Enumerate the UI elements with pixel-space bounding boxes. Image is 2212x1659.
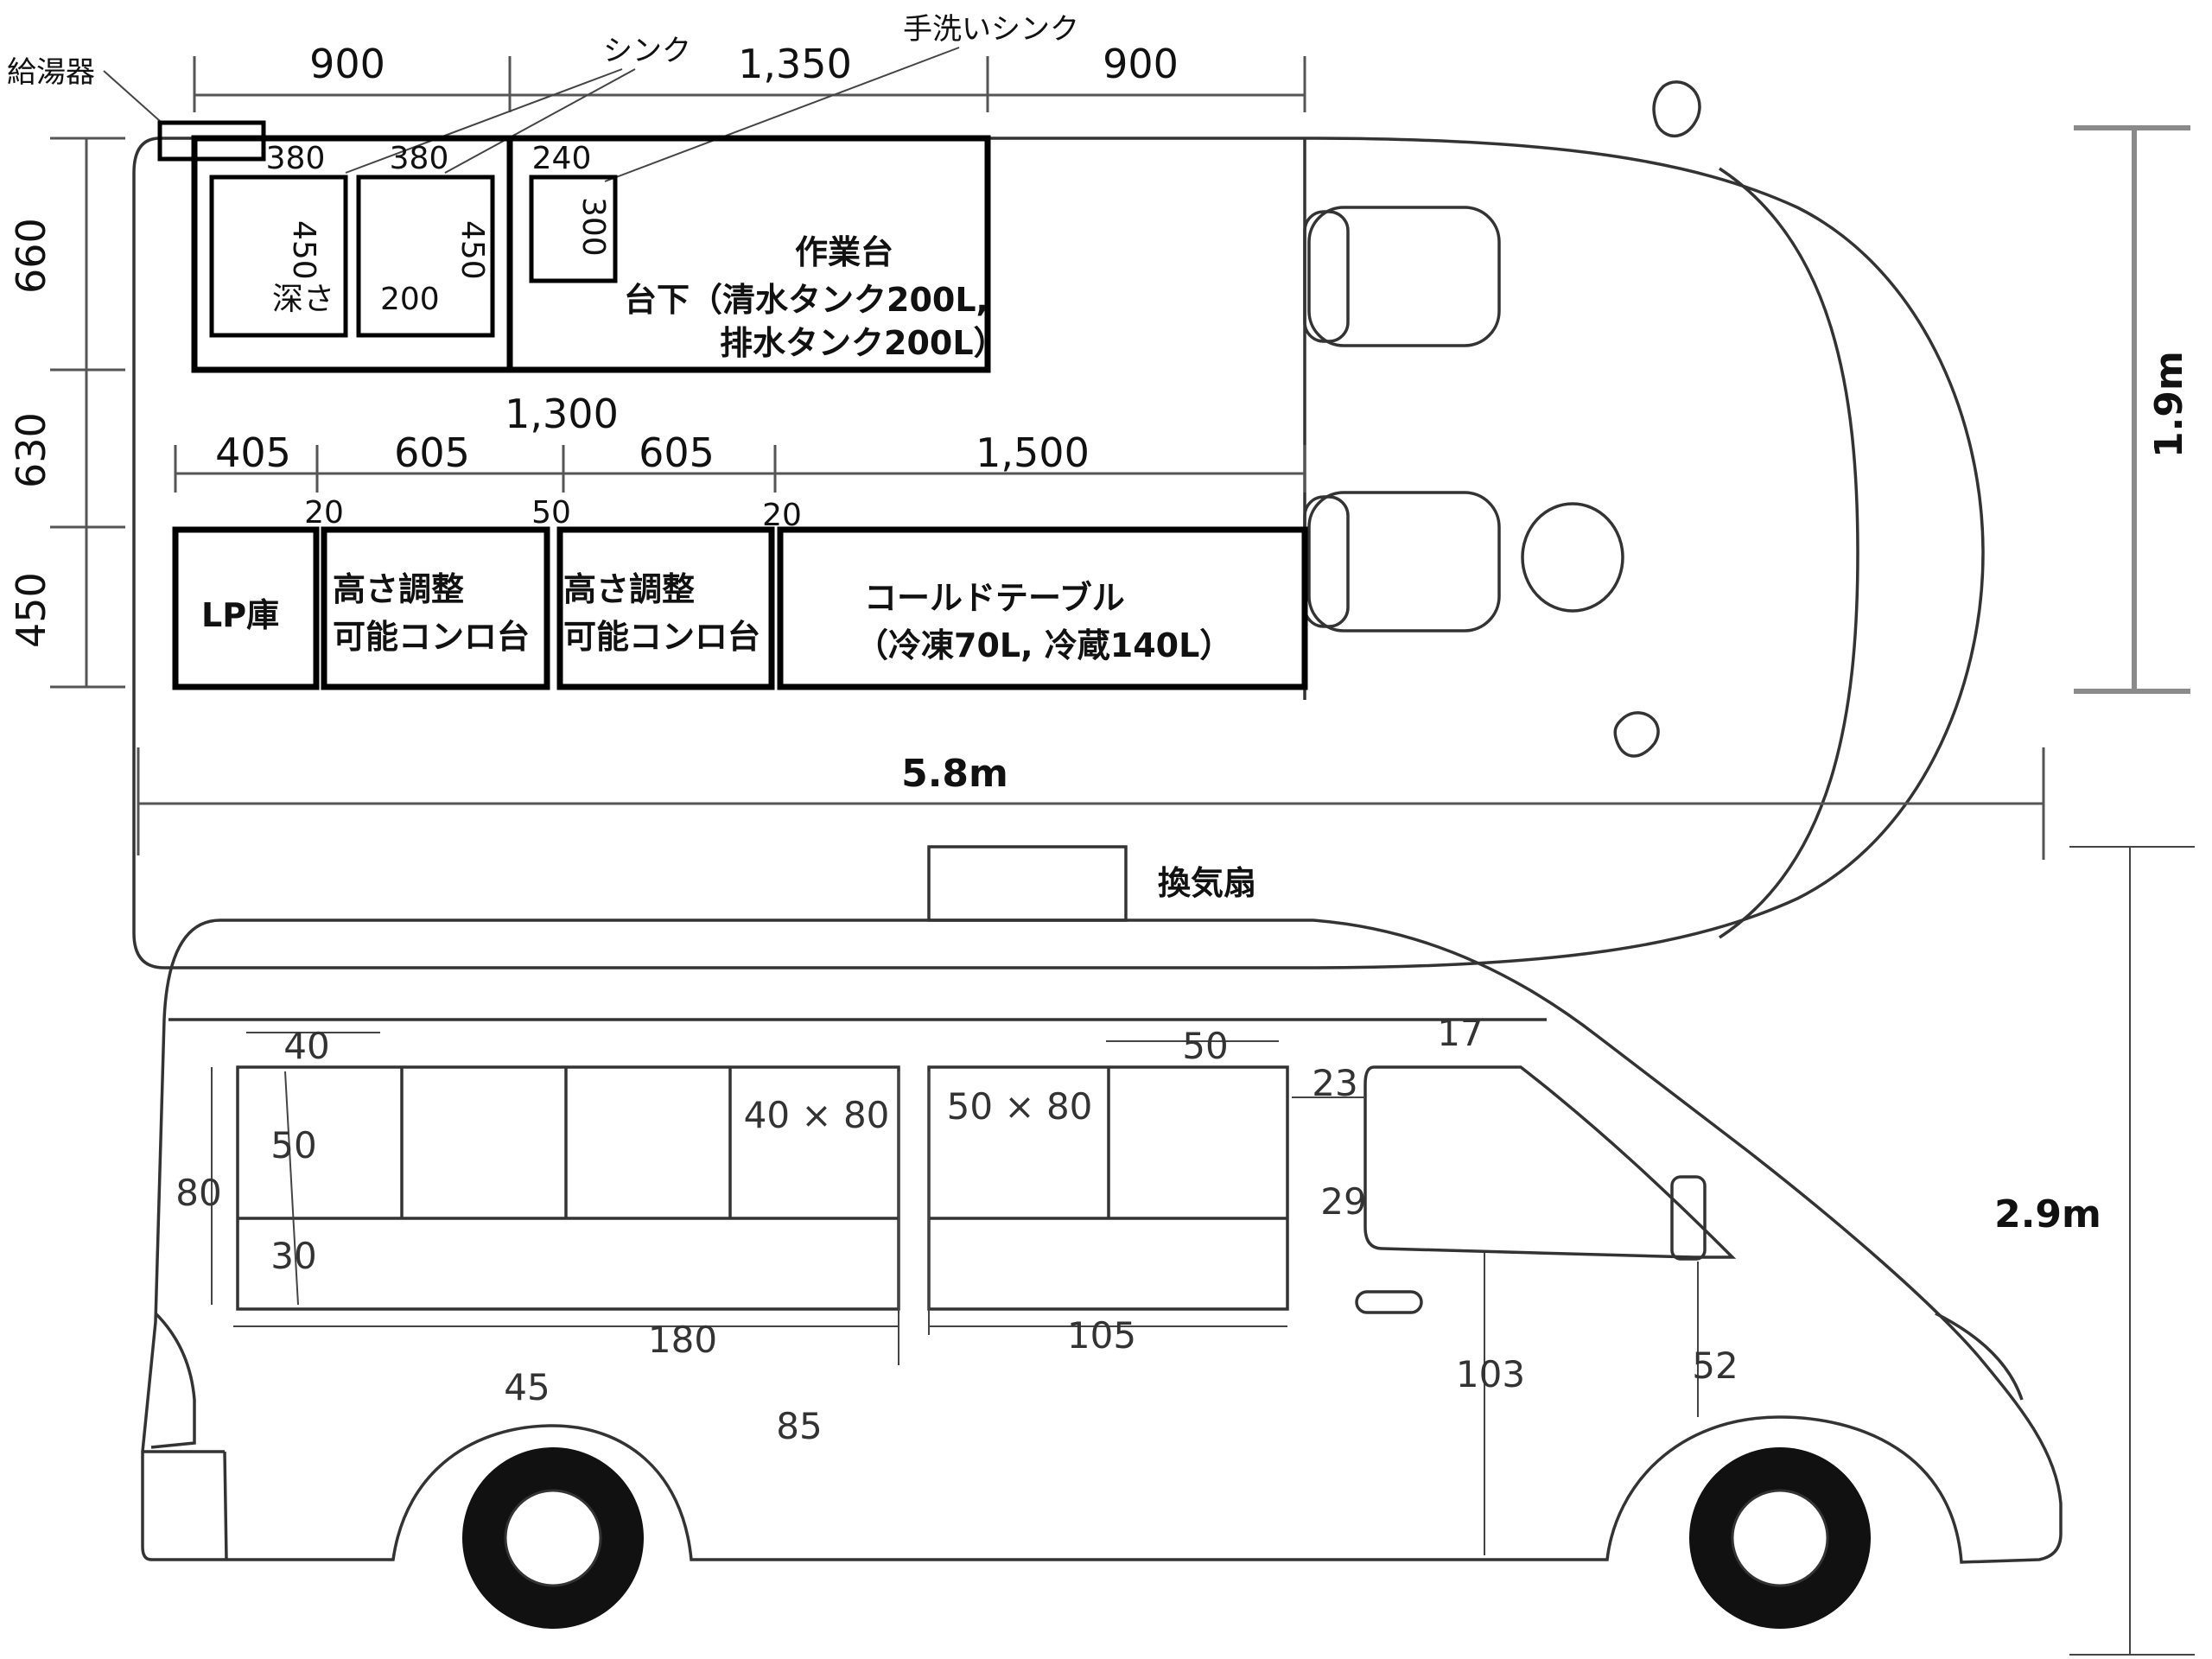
stove-2-line-2: 可能コンロ台 <box>563 618 760 656</box>
label-total-height: 80 <box>175 1172 221 1214</box>
label-lower-panel: 30 <box>270 1235 316 1277</box>
hand-sink <box>529 175 618 283</box>
label-roof-gap: 17 <box>1437 1012 1483 1054</box>
steering-wheel <box>1521 502 1624 613</box>
driver-seat-back <box>1303 210 1350 343</box>
label-front-rail: 50 <box>1182 1025 1228 1067</box>
top-dim-900-left: 900 <box>309 41 385 87</box>
sink-leader-2 <box>444 68 636 174</box>
sink-1-depth-label: 深さ <box>272 282 334 317</box>
label-rear-span: 180 <box>648 1319 717 1361</box>
counter-block <box>191 135 991 373</box>
label-cab-floor: 103 <box>1456 1353 1525 1395</box>
label-front-window-size: 50 × 80 <box>947 1085 1093 1128</box>
left-dim-660: 660 <box>8 218 54 294</box>
sink-1-width: 380 <box>266 141 326 176</box>
lp-storage <box>172 526 320 690</box>
stove-stand-2 <box>556 526 775 690</box>
sink-1-depth: 450 <box>286 220 321 280</box>
length-label: 5.8m <box>901 752 1008 796</box>
hand-sink-callout-label: 手洗いシンク <box>903 12 1079 47</box>
sink-leader-1 <box>345 68 623 174</box>
side-mirror <box>1670 1175 1707 1261</box>
label-ground-gap: 45 <box>504 1366 550 1408</box>
bottom-dim-605-a: 605 <box>394 429 470 476</box>
workbench-line-1: 台下（清水タンク200L, <box>624 281 988 319</box>
top-dim-1350: 1,350 <box>738 41 852 87</box>
label-window-height: 50 <box>270 1124 316 1166</box>
sink-2-bottom: 200 <box>380 282 440 317</box>
sink-2 <box>356 175 495 338</box>
label-front-span: 105 <box>1067 1314 1136 1357</box>
cold-table-line-1: コールドテーブル <box>864 579 1125 617</box>
driver-seat <box>1307 206 1501 347</box>
water-heater-label: 給湯器 <box>7 55 95 90</box>
stove-1-line-1: 高さ調整 <box>333 570 464 608</box>
sink-1 <box>209 175 348 338</box>
width-label: 1.9m <box>2147 351 2191 458</box>
gap-50: 50 <box>531 495 571 531</box>
cold-table <box>777 526 1308 690</box>
sink-2-depth: 450 <box>454 220 490 280</box>
passenger-seat <box>1307 491 1501 632</box>
middle-total-1300: 1,300 <box>505 391 619 437</box>
rear-light <box>150 1312 196 1449</box>
workbench-line-2: 排水タンク200L） <box>720 324 1007 362</box>
door-handle <box>1355 1290 1423 1314</box>
windshield-arc <box>1719 167 1859 939</box>
hand-sink-depth: 300 <box>575 197 611 257</box>
cold-table-line-2: （冷凍70L, 冷蔵140L） <box>855 626 1232 664</box>
stove-stand-1 <box>321 526 550 690</box>
stove-1-line-2: 可能コンロ台 <box>333 618 530 656</box>
label-top-rail: 40 <box>283 1025 329 1067</box>
side-view: 換気扇 <box>141 845 2195 1656</box>
front-grille <box>1935 1312 2024 1401</box>
water-heater-leader <box>103 70 161 122</box>
sink-2-width: 380 <box>390 141 449 176</box>
left-dim-630: 630 <box>8 412 54 488</box>
cab-window <box>1363 1065 1737 1259</box>
window-height-line <box>284 1071 299 1306</box>
stove-2-line-1: 高さ調整 <box>563 570 695 608</box>
vent-fan-label: 換気扇 <box>1158 864 1256 902</box>
sink-callout-label: シンク <box>603 34 691 68</box>
mirror-top <box>1652 80 1701 138</box>
van-top-outline <box>132 137 1985 969</box>
label-rear-window-size: 40 × 80 <box>744 1094 890 1136</box>
bottom-dim-405: 405 <box>215 429 291 476</box>
hand-sink-width: 240 <box>532 141 592 176</box>
bottom-dim-1500: 1,500 <box>976 429 1090 476</box>
van-side-outline <box>141 918 2063 1564</box>
top-view: 900 1,350 900 給湯器 シンク 手洗いシンク 380 380 240… <box>7 12 2191 969</box>
front-wheel-hub <box>1731 1489 1829 1587</box>
label-cab-upper: 23 <box>1312 1062 1357 1104</box>
rear-step-line <box>223 1451 228 1560</box>
label-cab-middle: 29 <box>1320 1180 1366 1223</box>
label-floor-height: 85 <box>776 1405 822 1447</box>
lp-storage-label: LP庫 <box>201 596 279 634</box>
bottom-dim-605-b: 605 <box>639 429 715 476</box>
mirror-bottom <box>1613 711 1660 758</box>
label-hood-height: 52 <box>1692 1344 1738 1387</box>
gap-20-a: 20 <box>304 495 344 531</box>
top-dim-900-right: 900 <box>1103 41 1179 87</box>
hand-sink-leader <box>604 47 960 182</box>
workbench-title: 作業台 <box>795 233 893 271</box>
left-dim-450: 450 <box>8 572 54 648</box>
rear-wheel-hub <box>504 1489 602 1587</box>
vent-fan-box <box>927 845 1128 922</box>
height-label: 2.9m <box>1994 1192 2101 1236</box>
